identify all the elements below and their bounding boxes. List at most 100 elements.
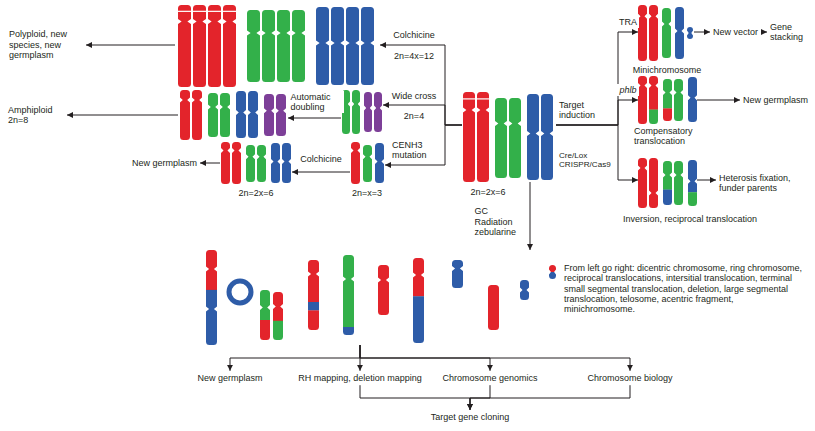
chromosome-symbol [364,92,372,132]
chromosome-symbol [495,98,507,178]
chromosome-segment [331,7,344,85]
arrow-connector [292,172,350,173]
chromosome-segment [675,7,684,59]
chromosome-segment [192,90,202,140]
chromosome-figure: 2n=4 [341,90,383,135]
chromosome-symbol [674,161,683,205]
chromosome-segment [316,7,329,85]
outcome-text-box: Chromosome genomics [439,371,540,385]
chromosome-figure: 2n=4x=12 [175,5,380,88]
chromosome-symbol [277,10,290,82]
legend-icon [549,265,556,279]
caption-text: Compensatory translocation [632,125,704,148]
chromosome-symbol [292,10,305,82]
chromosome-figure: Inversion, reciprocal translocation [638,158,697,208]
chromosome-segment [343,255,354,327]
chromosome-segment [452,260,463,288]
arrow-connector [694,32,710,33]
chromosome-symbol [236,91,246,138]
chromosome-segment [363,145,372,182]
chromosome-segment [413,296,424,343]
chromosome-symbol [374,92,382,132]
chromosome-segment [361,7,374,85]
arrow-connector [200,163,220,164]
chromosome-segment [208,93,218,137]
chromosome-figure: Amphiploid 2n=8 [178,90,288,140]
chromosome-symbol [193,5,206,87]
chromosome-segment [674,79,683,121]
chromosome-symbol [688,160,697,206]
chromosome-symbol [178,5,191,87]
chromosome-symbol [308,260,319,330]
chromosome-segment [308,310,319,330]
chromosome-segment [649,110,658,125]
chromosome-segment [549,265,556,272]
edge-label: Colchicine [391,29,437,41]
node-text: New germplasm [132,158,197,168]
arrow-connector [383,105,462,125]
arrow-connector [86,45,175,46]
chromosome-segment [247,10,260,82]
chromosome-segment [549,272,556,279]
chromosome-symbol [541,94,553,180]
chromosome-segment [527,94,539,180]
chromosome-symbol [180,90,190,140]
chromosome-symbol [271,143,280,183]
arrow-connector [530,182,531,250]
chromosome-segment [277,10,290,82]
chromosome-drawing [178,90,288,140]
chromosome-symbol [509,98,521,178]
chromosome-symbol [208,5,221,87]
chromosome-symbol [477,92,489,182]
chromosome-segment [688,160,697,192]
chromosome-segment [495,98,507,178]
chromosome-drawing [200,250,540,345]
edge-label: CENH3 mutation [390,139,442,162]
chromosome-figure: 2n=x=3 [350,142,385,184]
chromosome-segment [477,92,489,182]
chromosome-symbol [375,143,384,183]
chromosome-segment [375,143,384,183]
chromosome-symbol [248,91,258,138]
chromosome-segment [273,321,283,340]
chromosome-symbol [688,77,697,122]
caption-text: 2n=2x=6 [236,187,275,199]
arrow-connector [360,345,630,371]
node-text: New germplasm [743,95,808,105]
chromosome-symbol [520,280,529,300]
chromosome-segment [649,5,658,61]
chromosome-symbol [282,143,291,183]
node-text: Target gene cloning [431,412,510,422]
outcome-text-box: RH mapping, deletion mapping [295,371,425,385]
chromosome-segment [220,93,230,137]
node-text: Gene stacking [770,22,808,43]
chromosome-segment [248,91,258,138]
chromosome-figure: 2n=2x=6 [220,142,292,184]
arrow-connector [470,385,630,410]
chromosome-segment [276,94,286,136]
chromosome-symbol [264,94,274,136]
caption-text: 2n=2x=6 [468,186,507,198]
chromosome-segment [208,5,221,87]
chromosome-symbol [221,142,230,184]
outcome-text-box: New vector [710,25,761,39]
chromosome-symbol [262,10,275,82]
chromosome-segment [178,5,191,87]
chromosome-segment [463,92,475,182]
outcome-text-box: Heterosis fixation, funder parents [716,171,811,196]
chromosome-segment [262,10,275,82]
chromosome-segment [292,10,305,82]
arrow-connector [556,125,638,180]
chromosome-segment [343,327,354,335]
chromosome-segment [638,5,647,61]
chromosome-segment [264,94,274,136]
node-text: Chromosome biology [587,373,672,383]
chromosome-symbol [192,90,202,140]
outcome-text-box: New germplasm [194,371,265,385]
chromosome-segment [663,161,672,190]
chromosome-band [463,98,475,99]
chromosome-symbol [675,7,684,59]
chromosome-segment [282,143,291,183]
chromosome-symbol [413,258,424,343]
outcome-text-box: Polyploid, new species, new germplasm [6,27,86,62]
